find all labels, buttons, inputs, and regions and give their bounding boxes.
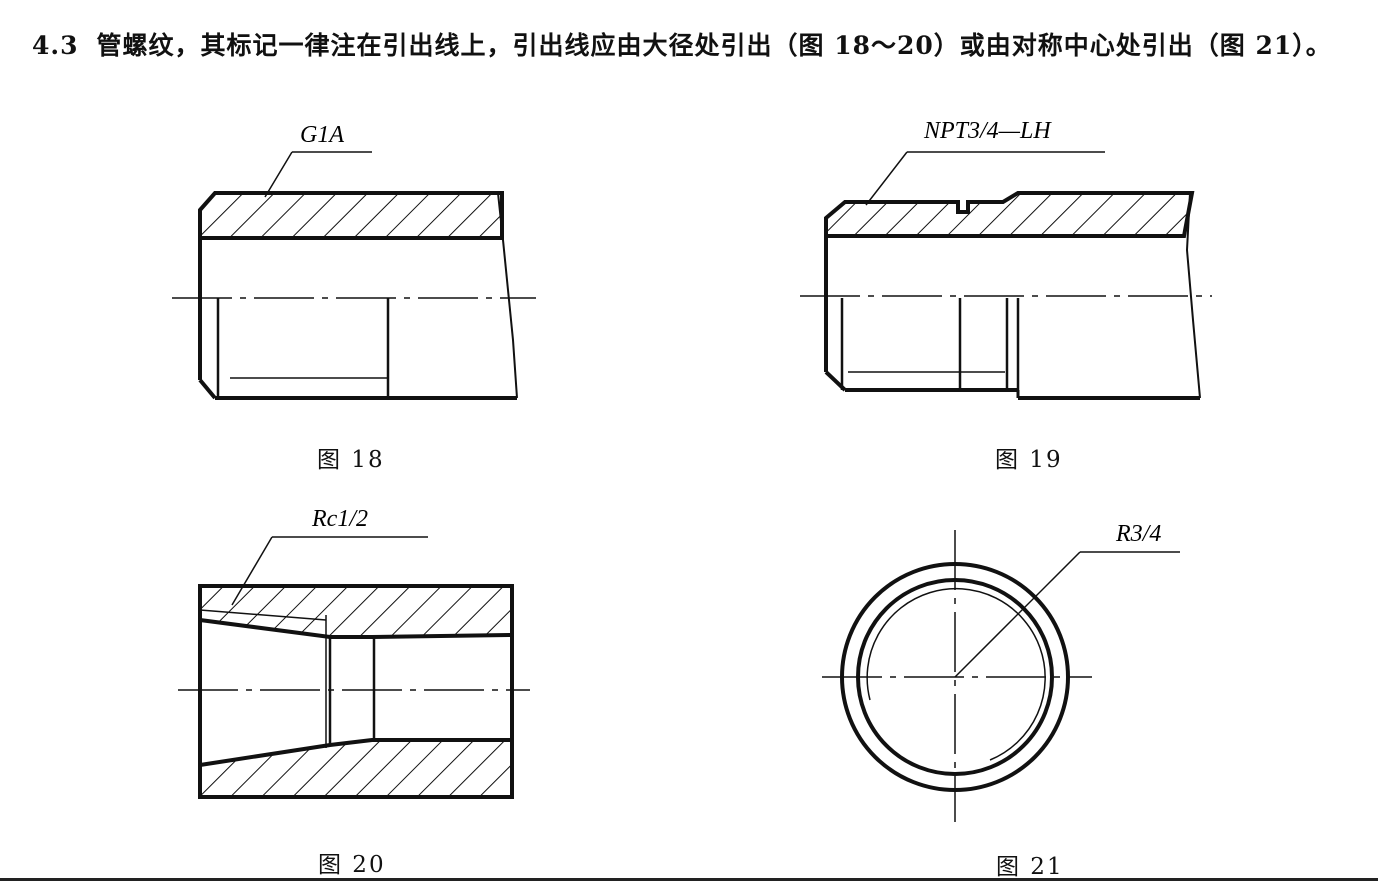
paragraph-number: 4.3	[32, 31, 79, 60]
figure-19-caption: 图 19	[995, 447, 1063, 473]
paragraph: 4.3 管螺纹，其标记一律注在引出线上，引出线应由大径处引出（图 18～20）或由…	[32, 22, 1352, 70]
paragraph-text: 管螺纹，其标记一律注在引出线上，引出线应由大径处引出（图 18～20）或由对称中…	[96, 31, 1332, 60]
figure-19-label: NPT3/4—LH	[923, 118, 1052, 144]
figure-18-caption: 图 18	[317, 447, 385, 473]
figure-21-label: R3/4	[1115, 521, 1161, 547]
bottom-rule	[0, 878, 1378, 881]
figure-18-label: G1A	[300, 122, 344, 148]
figure-21-caption: 图 21	[996, 854, 1064, 880]
figure-19-drawing: NPT3/4—LH	[800, 118, 1212, 400]
figure-18-drawing: G1A	[172, 122, 536, 400]
figure-20-drawing: Rc1/2	[178, 506, 530, 799]
figure-20-label: Rc1/2	[311, 506, 368, 532]
figure-21-drawing: R3/4	[822, 521, 1180, 822]
figure-20-caption: 图 20	[318, 852, 386, 878]
